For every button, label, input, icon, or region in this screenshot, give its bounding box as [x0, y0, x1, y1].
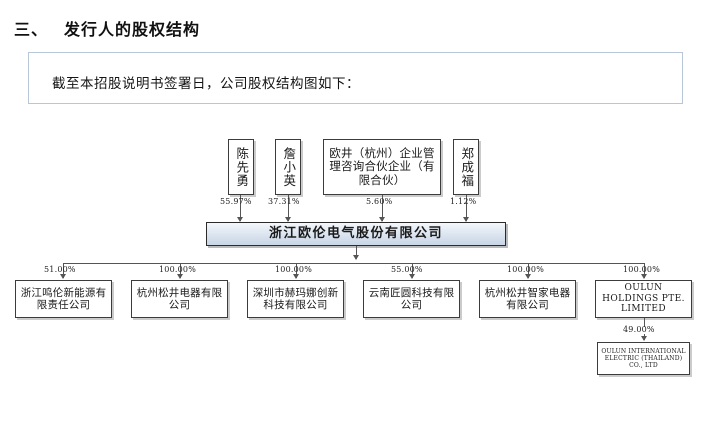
arrow-subsidiary-1 [177, 274, 183, 279]
connector-shareholder-1 [288, 195, 289, 211]
sub-subsidiary-node-oulun-thailand[interactable]: OULUN INTERNATIONAL ELECTRIC (THAILAND) … [597, 342, 690, 375]
arrow-sub-subsidiary [641, 336, 647, 341]
subsidiary-node-hangzhou-songjing-smarthome[interactable]: 杭州松井智家电器有限公司 [479, 280, 576, 318]
shareholder-node-zhan-xiaoying[interactable]: 詹小英 [275, 139, 301, 195]
page-heading: 三、发行人的股权结构 [14, 16, 200, 40]
subsidiary-label: 深圳市赫玛娜创新科技有限公司 [252, 286, 339, 311]
subsidiary-node-yunnan-jiangyuan[interactable]: 云南匠圆科技有限公司 [363, 280, 460, 318]
subsidiary-node-oulun-holdings[interactable]: OULUN HOLDINGS PTE. LIMITED [595, 280, 692, 318]
arrow-shareholder-2 [379, 217, 385, 222]
sub-subsidiary-label: OULUN INTERNATIONAL ELECTRIC (THAILAND) … [601, 347, 686, 370]
arrow-subsidiary-2 [293, 274, 299, 279]
heading-number: 三、 [14, 20, 49, 39]
heading-title: 发行人的股权结构 [64, 20, 201, 39]
percent-label-subsidiary-1: 100.00% [159, 265, 196, 274]
connector-subsidiary-5 [644, 263, 645, 273]
percent-label-shareholder-0: 55.97% [220, 197, 252, 206]
connector-shareholder-0b [240, 207, 241, 221]
subsidiary-label: 杭州松井电器有限公司 [136, 286, 223, 311]
intro-text: 截至本招股说明书签署日，公司股权结构图如下： [52, 76, 360, 92]
shareholder-label: 欧井（杭州）企业管理咨询合伙企业（有限合伙） [329, 145, 435, 187]
connector-shareholder-2b [382, 207, 383, 221]
issuer-label: 浙江欧伦电气股份有限公司 [268, 226, 443, 242]
connector-subsidiary-bus [63, 263, 644, 264]
percent-label-sub-subsidiary: 49.00% [623, 325, 655, 334]
connector-shareholder-0 [240, 195, 241, 211]
connector-subsub-top [644, 318, 645, 327]
percent-label-shareholder-3: 1.12% [450, 197, 477, 206]
shareholder-label: 陈先勇 [234, 146, 250, 188]
arrow-subsidiary-5 [641, 274, 647, 279]
shareholder-node-chen-xianyong[interactable]: 陈先勇 [228, 139, 254, 195]
arrow-subsidiary-4 [525, 274, 531, 279]
shareholder-label: 郑成福 [459, 146, 475, 188]
connector-subsidiary-0 [63, 263, 64, 273]
percent-label-subsidiary-5: 100.00% [623, 265, 660, 274]
arrow-subsidiary-3 [409, 274, 415, 279]
percent-label-subsidiary-2: 100.00% [275, 265, 312, 274]
subsidiary-label: 浙江鸣伦新能源有限责任公司 [20, 286, 107, 311]
subsidiary-label: 杭州松井智家电器有限公司 [484, 286, 571, 311]
connector-shareholder-3b [466, 207, 467, 221]
connector-shareholder-1b [288, 207, 289, 221]
arrow-shareholder-0 [237, 217, 243, 222]
connector-subsidiary-2 [296, 263, 297, 273]
connector-shareholder-2 [382, 195, 383, 211]
intro-callout-box [28, 52, 683, 104]
percent-label-shareholder-2: 5.60% [366, 197, 393, 206]
subsidiary-label: OULUN HOLDINGS PTE. LIMITED [602, 283, 685, 315]
connector-subsidiary-4 [528, 263, 529, 273]
shareholder-label: 詹小英 [281, 146, 297, 188]
connector-subsidiary-3 [412, 263, 413, 273]
arrow-shareholder-3 [463, 217, 469, 222]
shareholder-node-zheng-chengfu[interactable]: 郑成福 [453, 139, 479, 195]
connector-subsidiary-1 [180, 263, 181, 273]
subsidiary-node-hangzhou-songjing-appliance[interactable]: 杭州松井电器有限公司 [131, 280, 228, 318]
arrow-shareholder-1 [285, 217, 291, 222]
issuer-node[interactable]: 浙江欧伦电气股份有限公司 [206, 222, 506, 246]
subsidiary-node-zhejiang-minglun[interactable]: 浙江鸣伦新能源有限责任公司 [15, 280, 112, 318]
percent-label-subsidiary-4: 100.00% [507, 265, 544, 274]
connector-issuer-down [356, 246, 357, 259]
percent-label-subsidiary-3: 55.00% [391, 265, 423, 274]
subsidiary-label: 云南匠圆科技有限公司 [368, 286, 455, 311]
connector-shareholder-3 [466, 195, 467, 211]
arrow-issuer-down [353, 255, 359, 260]
percent-label-subsidiary-0: 51.00% [44, 265, 76, 274]
percent-label-shareholder-1: 37.31% [268, 197, 300, 206]
subsidiary-node-shenzhen-hemana[interactable]: 深圳市赫玛娜创新科技有限公司 [247, 280, 344, 318]
shareholder-node-oujing-partnership[interactable]: 欧井（杭州）企业管理咨询合伙企业（有限合伙） [323, 139, 441, 195]
arrow-subsidiary-0 [60, 274, 66, 279]
